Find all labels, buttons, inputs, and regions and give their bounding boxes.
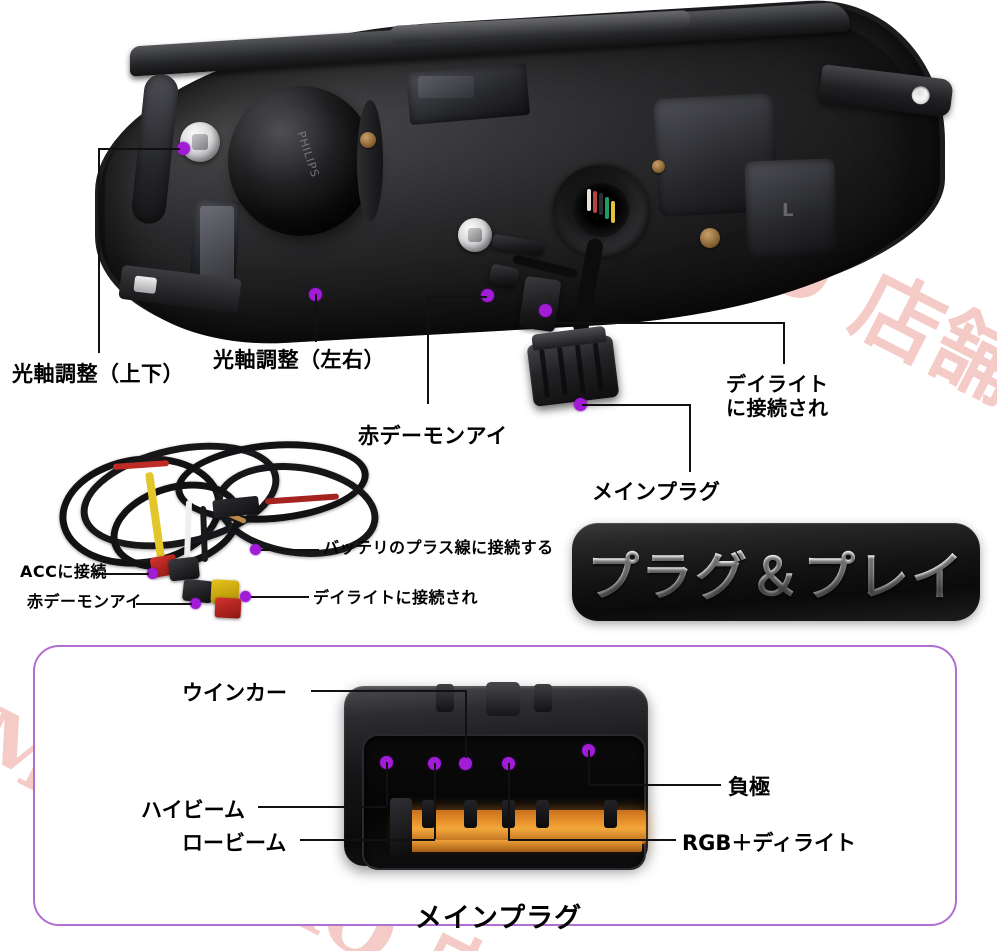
leader-line-daylight-harness (251, 596, 309, 598)
main-plug-clip-left (436, 684, 454, 712)
leader-line-main-plug-v (689, 404, 691, 472)
bulb-cap-embossed-text: PHILIPS (294, 129, 322, 180)
headlight-assembly-image: L PHILIPS (60, 0, 960, 408)
panel-title-main-plug: メインプラグ (414, 903, 583, 934)
leader-line-high-beam-h (258, 806, 387, 808)
leader-line-red-demon-eye-h (427, 296, 487, 298)
plug-and-play-banner-text: プラグ＆プレイ (587, 535, 965, 610)
marker-dot-battery-positive (250, 544, 261, 555)
label-negative-pole: 負極 (728, 775, 770, 799)
housing-screw-a (360, 132, 376, 148)
main-plug-side-rib (390, 798, 412, 856)
marker-dot-main-plug (574, 398, 587, 411)
leader-line-rgb-daylight-h (508, 839, 676, 841)
leader-line-turn-signal-v (465, 690, 467, 758)
leader-line-turn-signal-h (311, 690, 466, 692)
leader-line-red-demon-eye-v (427, 296, 429, 404)
leader-line-high-beam-v (386, 762, 388, 806)
leader-line-main-plug-h (582, 404, 690, 406)
bulb-dust-cap: PHILIPS (228, 86, 383, 236)
label-battery-positive: バッテリのプラス線に接続する (323, 538, 554, 557)
label-daylight-harness: デイライトに接続され (313, 588, 479, 607)
main-plug-cavity (364, 736, 646, 868)
main-plug-copper-contact-strip-lower (404, 840, 642, 852)
main-plug-clip-right (534, 684, 552, 712)
main-plug-shell (344, 682, 648, 868)
marker-dot-red-demon-eye-harness (190, 598, 201, 609)
marker-dot-red-demon-eye (481, 289, 494, 302)
label-rgb-daylight: RGB＋ディライト (682, 831, 856, 855)
headlight-molding-letter: L (782, 200, 794, 221)
leader-line-daylight-connection-v (783, 322, 785, 364)
inline-connector-b (518, 275, 562, 333)
leader-line-beam-adjust-vertical-h (98, 148, 180, 150)
leader-line-low-beam-v (434, 763, 436, 839)
label-beam-adjust-vertical: 光軸調整（上下） (12, 362, 184, 386)
leader-line-negative-pole-h (588, 784, 721, 786)
beam-adjuster-horizontal-screw (458, 218, 492, 252)
main-plug-pin-2 (464, 800, 477, 828)
main-plug-closeup-image (336, 672, 656, 868)
leader-line-beam-adjust-vertical-v (98, 148, 100, 353)
marker-dot-turn-signal (459, 757, 472, 770)
leader-line-beam-adjust-horizontal-v (315, 294, 317, 342)
main-plug-pin-4 (536, 800, 549, 828)
headlight-lens-plate-b (418, 76, 474, 98)
leader-line-red-demon-eye-harness (136, 603, 192, 605)
label-acc-connection: ACCに接続 (20, 562, 107, 581)
marker-dot-daylight-connection (539, 304, 552, 317)
main-plug-pin-1 (422, 800, 435, 828)
leader-line-daylight-connection-h (546, 322, 784, 324)
main-plug-connector (526, 334, 620, 408)
label-red-demon-eye: 赤デーモンアイ (358, 424, 508, 448)
leader-line-acc-connection (95, 573, 149, 575)
plug-and-play-banner: プラグ＆プレイ (572, 523, 980, 621)
label-low-beam: ロービーム (182, 831, 287, 855)
bulb-socket-inner (573, 183, 629, 237)
leader-line-negative-pole-v (588, 750, 590, 784)
marker-dot-daylight-harness (240, 591, 251, 602)
beam-adjuster-vertical-screw (180, 122, 220, 162)
leader-line-battery-positive (261, 549, 319, 551)
label-red-demon-eye-harness: 赤デーモンアイ (27, 592, 142, 611)
label-daylight-connection: デイライト に接続され (726, 372, 829, 421)
leader-line-low-beam-h (300, 839, 435, 841)
mounting-hole-right (910, 85, 931, 106)
label-high-beam: ハイビーム (141, 798, 245, 822)
marker-dot-acc-connection (147, 568, 158, 579)
harness-plug-daylight-red (214, 597, 242, 619)
main-plug-latch (486, 682, 520, 716)
leader-line-rgb-daylight-v (508, 763, 510, 839)
mounting-hole-left (133, 275, 158, 295)
harness-plug-acc-black (167, 556, 201, 582)
label-beam-adjust-horizontal: 光軸調整（左右） (213, 348, 385, 372)
main-plug-pin-5 (604, 800, 617, 828)
label-main-plug: メインプラグ (592, 480, 721, 504)
label-turn-signal: ウインカー (182, 681, 287, 705)
headlight-lens-plate-a (200, 206, 234, 280)
housing-screw-c (652, 160, 665, 173)
marker-dot-beam-adjust-vertical (177, 142, 190, 155)
housing-screw-b (700, 228, 720, 248)
